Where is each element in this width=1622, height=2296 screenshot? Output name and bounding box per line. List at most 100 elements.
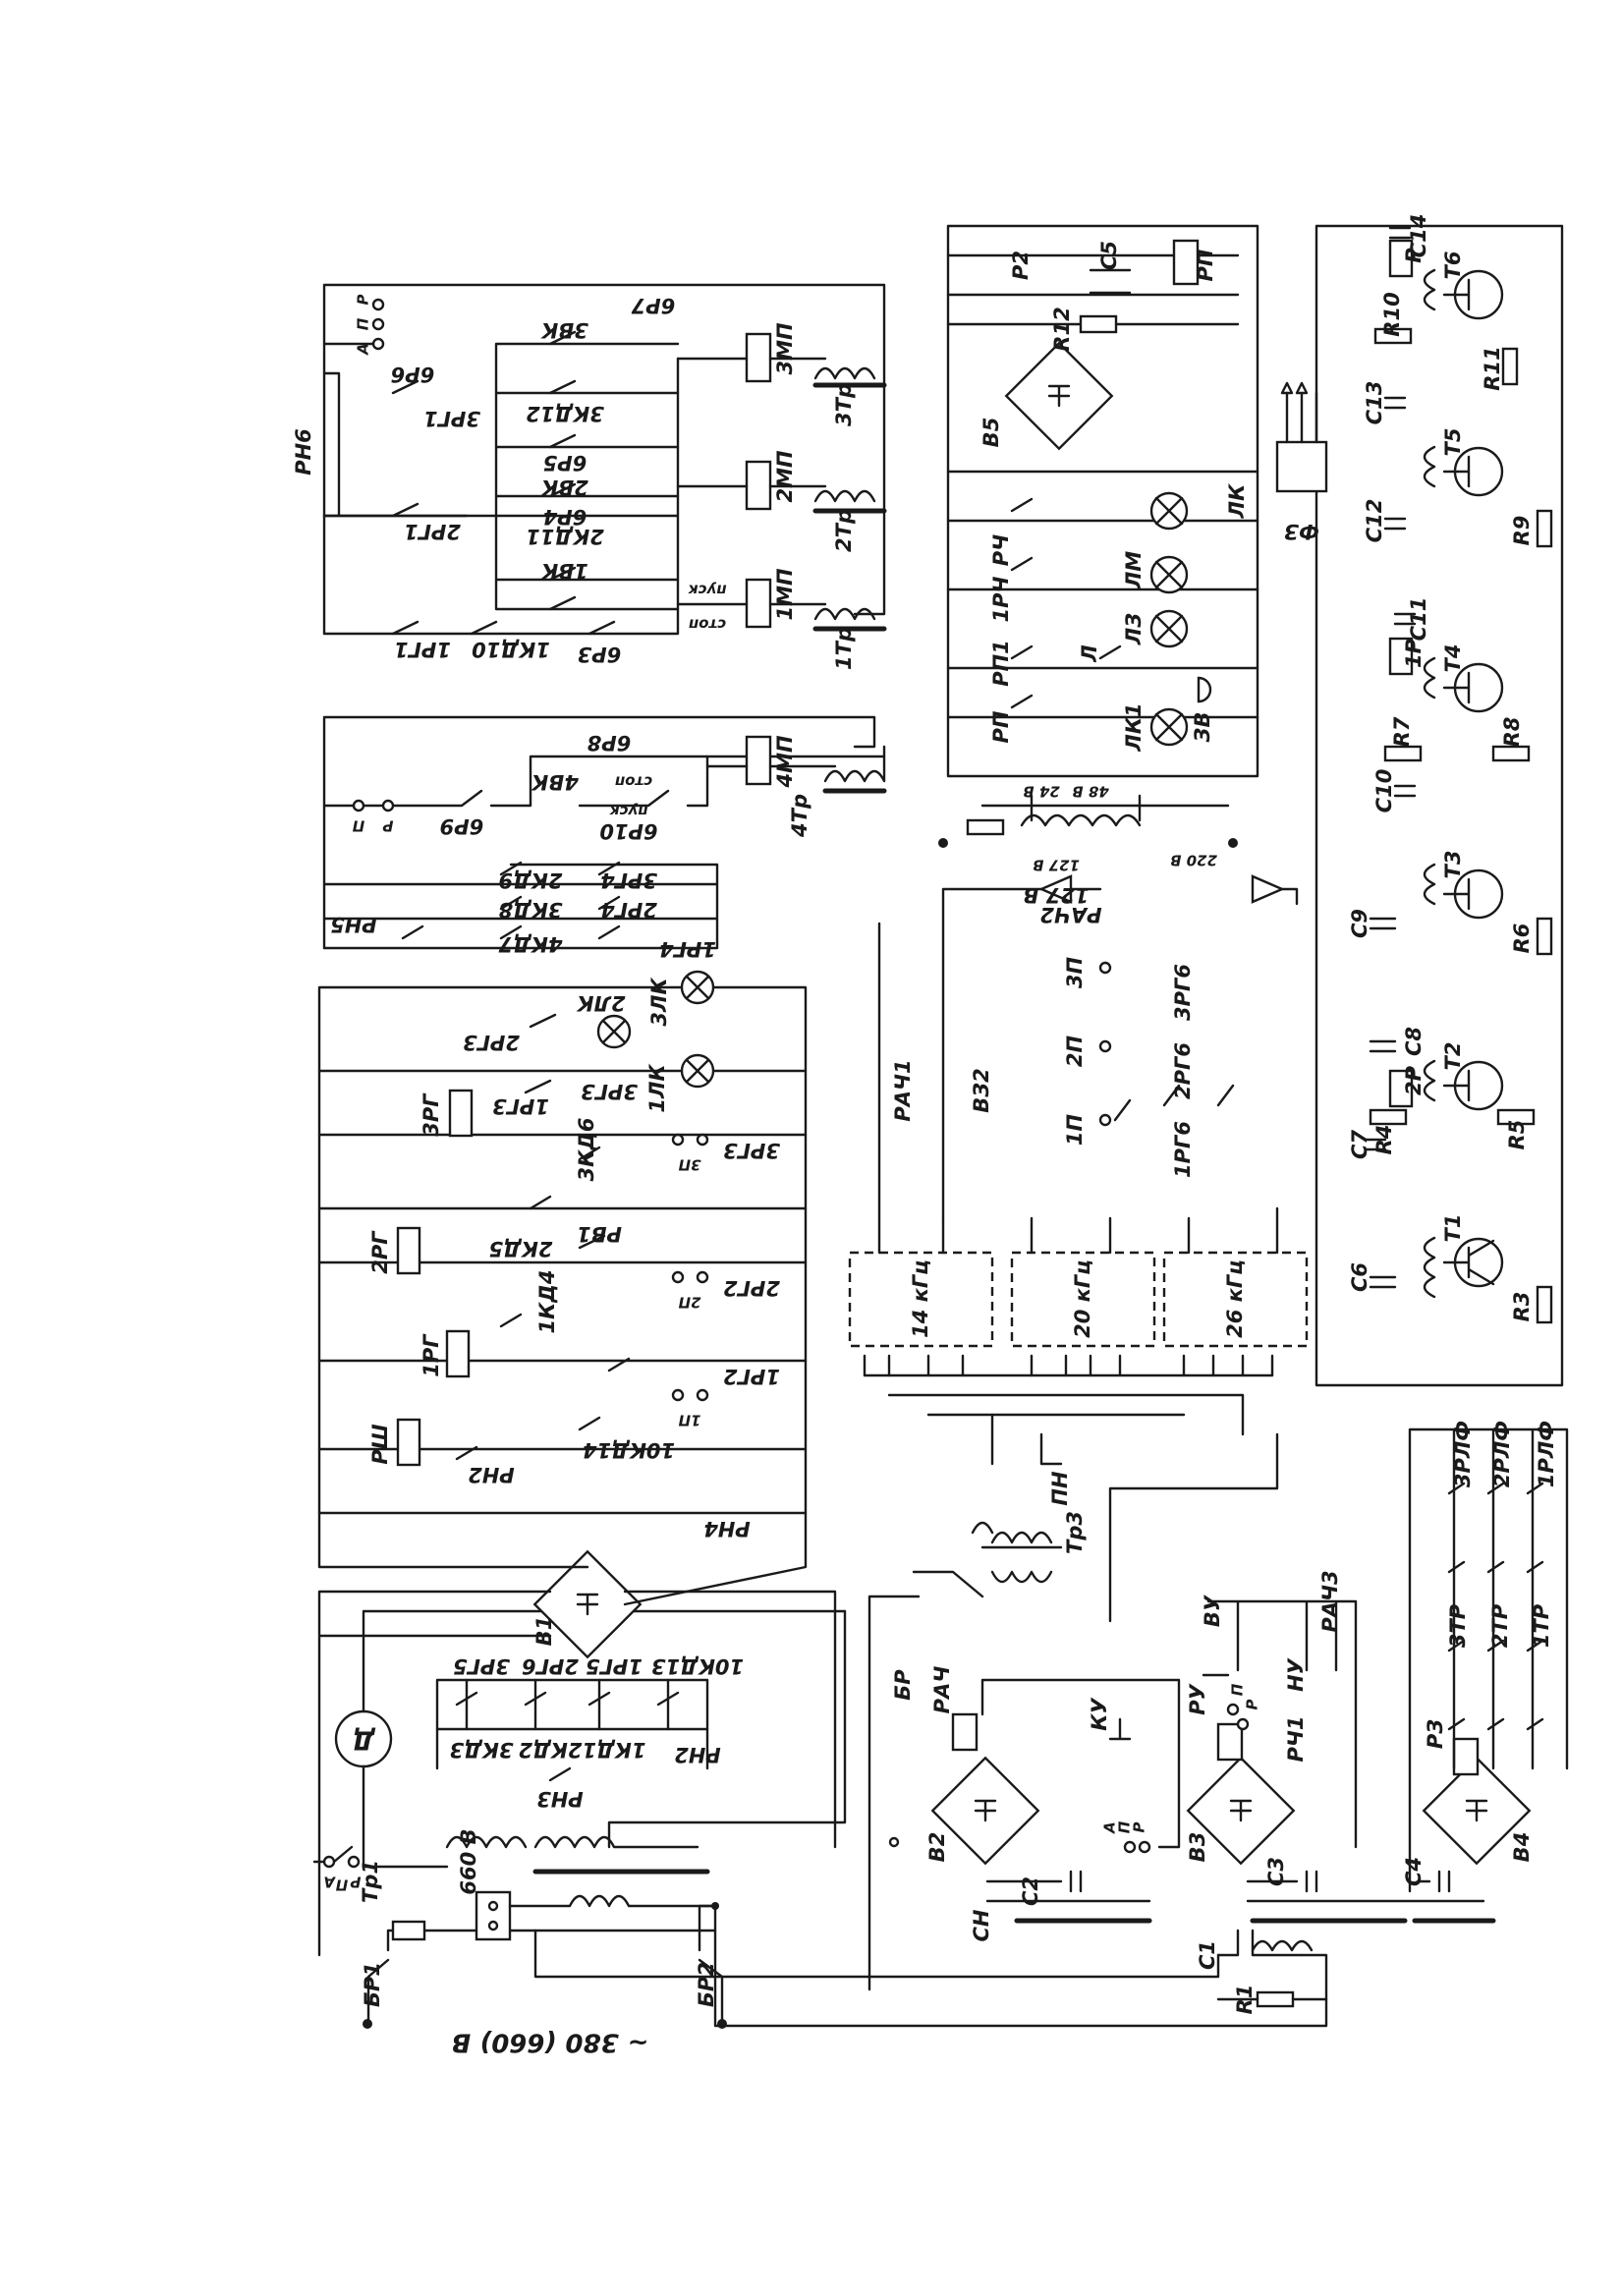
amp-127v-label: 127 В <box>1023 883 1089 907</box>
resistor-r5 <box>1496 1108 1536 1126</box>
motor-label: Д <box>352 1725 375 1755</box>
contact-3rg6-label: 3РГ6 <box>1171 964 1195 1021</box>
relay-r-label: Р <box>1402 248 1426 263</box>
fuse-terminal <box>487 1900 499 1912</box>
switch-terminal <box>1226 1703 1240 1716</box>
switch-terminal <box>347 1855 361 1869</box>
contact-l-label: Л <box>1078 644 1101 662</box>
mode-a13-label: А <box>355 343 372 356</box>
resistor-r3 <box>1536 1285 1553 1324</box>
relay-ru <box>1216 1722 1244 1762</box>
resistor-r8-label: R8 <box>1500 717 1524 748</box>
lamp-lk1-label: ЛК1 <box>1122 702 1146 752</box>
contact-1rg1-label: 1РГ1 <box>394 638 451 661</box>
mode-r4-label: Р <box>383 817 394 835</box>
contact-4kd7-label: 4КД7 <box>498 932 563 956</box>
lamp-1lk-label: 1ЛК <box>645 1064 669 1113</box>
resistor-r7 <box>1383 745 1423 762</box>
capacitor-c9-label: С9 <box>1348 909 1371 938</box>
contact-rach2-label: РАЧ2 <box>1039 903 1101 926</box>
capacitor-c4-label: С4 <box>1402 1857 1426 1886</box>
coil-2mp-label: 2МП <box>773 450 797 503</box>
coil-1rg <box>445 1329 471 1378</box>
contact-2tr-label: 2ТР <box>1488 1603 1512 1648</box>
contact-3rg3-label: 3РГ3 <box>723 1139 780 1162</box>
capacitor-c13-label: С13 <box>1363 381 1386 425</box>
contact-2rlf-label: 2РЛФ <box>1490 1421 1514 1487</box>
relay-2r <box>1388 1069 1414 1108</box>
capacitor-c10-label: С10 <box>1372 769 1396 813</box>
relay-r <box>1388 239 1414 278</box>
switch-terminal <box>1098 1113 1112 1127</box>
capacitor-c8-label: С8 <box>1402 1027 1426 1056</box>
contact-10kd13-label: 10КД13 <box>651 1654 744 1678</box>
tap-24v-label: 24 В <box>1023 783 1060 801</box>
resistor-r4 <box>1369 1108 1408 1126</box>
contact-2rg6-label: 2РГ6 <box>1171 1042 1195 1099</box>
contact-rn2-label: РН2 <box>674 1743 721 1766</box>
tap-220v-label: 220 В <box>1170 852 1217 869</box>
coil-4mp-label: 4МП <box>773 735 797 789</box>
relay-ladder: В1 3РГ 2РГ 1РГ РШ 2ЛК 2РГ3 3ЛК 3РГ3 1ЛК … <box>317 970 837 1957</box>
resistor-r5-label: R5 <box>1505 1120 1529 1150</box>
contact-1kd4-label: 1КД4 <box>535 1269 559 1333</box>
contact-3tr-label: 3ТР <box>1446 1603 1470 1648</box>
contact-r2-label: Р2 <box>1009 251 1033 280</box>
capacitor-c1-label: С1 <box>1196 1940 1219 1970</box>
amplifier-triangle <box>1251 874 1286 904</box>
fuse-terminal <box>487 1920 499 1932</box>
contact-3rg4-label: 3РГ4 <box>600 868 657 892</box>
switch-terminal <box>371 317 385 331</box>
lamp-3lk-label: 3ЛК <box>647 978 671 1027</box>
transistor-t1-label: Т1 <box>1441 1214 1465 1243</box>
contact-6r5-label: 6Р5 <box>543 451 587 475</box>
transformer-2tr-label: 2Тр <box>832 509 856 552</box>
switch-terminal <box>1098 1039 1112 1053</box>
contact-2kd5-label: 2КД5 <box>488 1237 552 1260</box>
mode-r13-label: Р <box>355 295 372 306</box>
coil-2rg-label: 2РГ <box>368 1230 392 1274</box>
contact-3vk-label: 3ВК <box>540 318 588 342</box>
generator-14khz <box>848 1251 994 1348</box>
rectifier-b4-label: В4 <box>1510 1832 1534 1863</box>
coil-3mp <box>745 332 772 383</box>
switch-terminal <box>696 1388 709 1402</box>
coil-rsh-label: РШ <box>368 1424 392 1464</box>
switch-terminal <box>352 799 365 812</box>
relay-rz-label: РЗ <box>1424 1719 1447 1749</box>
mode-p4-label: П <box>352 817 364 835</box>
resistor-r12-label: R12 <box>1050 307 1074 351</box>
contact-3kd12-label: 3КД12 <box>526 402 604 425</box>
resistor-r10-label: R10 <box>1380 292 1404 336</box>
relay-1r <box>1388 637 1414 676</box>
switch-3p-label: 3П <box>678 1156 700 1174</box>
coil-1mp <box>745 578 772 629</box>
freq-20khz-label: 20 кГц <box>1071 1260 1094 1338</box>
resistor-r1 <box>1256 1990 1295 2008</box>
contact-10kd14-label: 10КД14 <box>583 1438 675 1462</box>
resistor-r12 <box>1079 314 1118 334</box>
switch-1p-label: 1П <box>678 1412 700 1429</box>
lamp-lk-label: ЛК <box>1225 483 1249 519</box>
terminal <box>888 1836 900 1848</box>
capacitor-c12-label: С12 <box>1363 499 1386 543</box>
choke-sn-label: СН <box>970 1909 993 1941</box>
contact-2rg3-label: 2РГ3 <box>463 1031 520 1054</box>
terminal <box>1228 838 1238 848</box>
contact-1rg3-label: 1РГ3 <box>492 1094 549 1118</box>
coil-2mp <box>745 460 772 511</box>
contact-1rg2-label: 1РГ2 <box>723 1365 780 1388</box>
transistor-t5-label: Т5 <box>1441 428 1465 457</box>
coil-4mp <box>745 735 772 786</box>
switch-p-label: П <box>1116 1820 1134 1833</box>
resistor-r4-label: R4 <box>1372 1125 1396 1155</box>
contact-3kd6-label: 3КД6 <box>575 1117 598 1181</box>
switch-terminal <box>322 1855 336 1869</box>
resistor-r6 <box>1536 917 1553 956</box>
contact-3rg3-ladder-label: 3РГ3 <box>581 1080 638 1103</box>
amplifier-section: ФЗ Т1 Т2 Т3 Т4 Т5 Т6 С6 С7 С8 С9 С10 <box>1275 214 1564 1387</box>
relay-rn6-label: РН6 <box>292 428 315 476</box>
transistor-t6-label: Т6 <box>1441 252 1465 280</box>
contact-1tr-label: 1ТР <box>1530 1603 1553 1648</box>
